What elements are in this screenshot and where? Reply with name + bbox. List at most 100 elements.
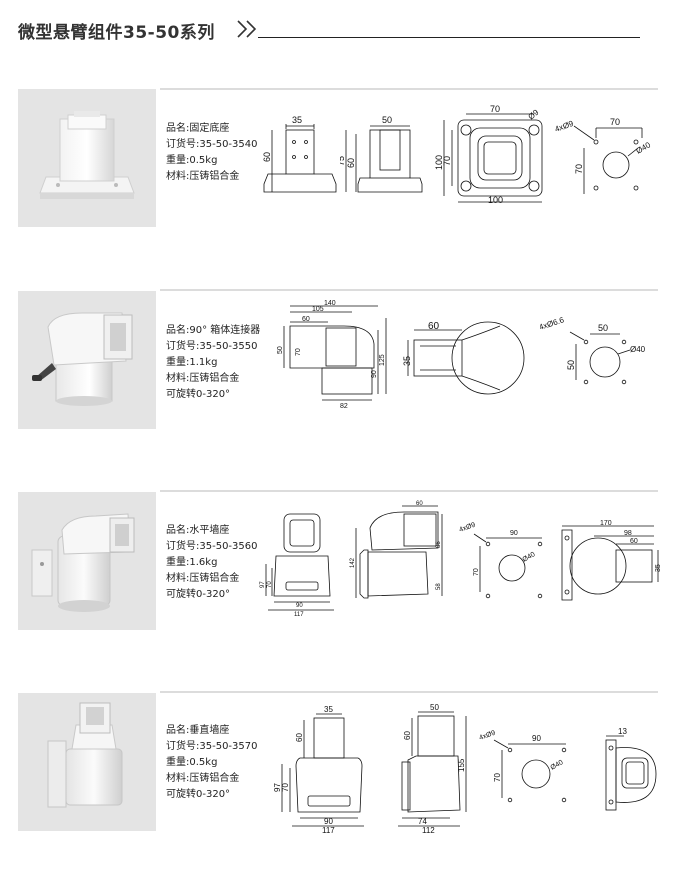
product-material: 材料:压铸铝合金: [166, 373, 240, 384]
section-divider: [160, 691, 658, 693]
title-underline: [258, 37, 640, 38]
svg-text:35: 35: [655, 564, 662, 572]
svg-text:60: 60: [346, 158, 356, 168]
product-rotation: 可旋转0-320°: [166, 589, 231, 600]
svg-text:86: 86: [436, 541, 442, 548]
svg-text:75: 75: [340, 156, 346, 166]
drawing-horizontal-wall-hole-pattern: 4xØ9 90 70 Ø40: [458, 522, 543, 599]
drawing-vertical-wall-hole-pattern: 4xØ9 90 70 Ø40: [478, 730, 567, 803]
product-rotation: 可旋转0-320°: [166, 389, 231, 400]
svg-text:Ø40: Ø40: [522, 551, 537, 564]
svg-text:Ø9: Ø9: [527, 107, 541, 121]
product-weight: 重量:0.5kg: [166, 757, 218, 768]
svg-text:90: 90: [532, 734, 541, 743]
svg-text:70: 70: [281, 783, 290, 792]
drawing-horizontal-wall-front: 97 70 90 117: [260, 513, 334, 618]
svg-text:60: 60: [262, 152, 272, 162]
svg-text:35: 35: [402, 356, 412, 366]
svg-text:155: 155: [457, 758, 466, 772]
section-divider: [160, 88, 658, 90]
svg-text:60: 60: [295, 733, 304, 742]
svg-text:90: 90: [296, 603, 303, 609]
svg-text:60: 60: [630, 538, 638, 545]
svg-text:4xØ9: 4xØ9: [478, 730, 496, 742]
product-photo-fixed-base: [18, 89, 156, 227]
page-title: 微型悬臂组件35-50系列: [18, 23, 215, 43]
product-order-number: 订货号:35-50-3570: [166, 741, 258, 752]
svg-text:58: 58: [436, 583, 442, 590]
drawing-fixed-base-top: 70 Ø9 100 70 100: [434, 104, 543, 205]
product-photo-90-connector: [18, 291, 156, 429]
product-material: 材料:压铸铝合金: [166, 573, 240, 584]
svg-text:35: 35: [324, 705, 333, 714]
double-chevron-icon: [237, 20, 257, 38]
drawing-vertical-wall-top: 13: [605, 727, 657, 811]
svg-text:70: 70: [610, 117, 620, 127]
svg-text:170: 170: [600, 520, 612, 527]
product-weight: 重量:0.5kg: [166, 155, 218, 166]
svg-text:98: 98: [624, 530, 632, 537]
svg-text:90: 90: [510, 530, 518, 537]
svg-text:74: 74: [418, 817, 427, 826]
section-divider: [160, 289, 658, 291]
product-weight: 重量:1.6kg: [166, 557, 218, 568]
product-rotation: 可旋转0-320°: [166, 789, 231, 800]
svg-text:117: 117: [294, 612, 304, 618]
product-order-number: 订货号:35-50-3540: [166, 139, 258, 150]
svg-text:Ø40: Ø40: [630, 345, 646, 354]
svg-text:112: 112: [422, 826, 435, 834]
drawing-90-connector-hole-pattern: 4xØ6.6 50 50 Ø40: [540, 316, 646, 385]
product-material: 材料:压铸铝合金: [166, 171, 240, 182]
svg-text:Ø40: Ø40: [635, 140, 653, 156]
product-info: 品名:垂直墙座 订货号:35-50-3570 重量:0.5kg 材料:压铸铝合金…: [166, 723, 257, 803]
product-name: 品名:水平墙座: [166, 525, 230, 536]
svg-text:70: 70: [295, 348, 302, 356]
product-name: 品名:90° 箱体连接器: [166, 325, 261, 336]
drawing-vertical-wall-front: 35 60 97 70 90 117: [273, 705, 364, 834]
product-weight: 重量:1.1kg: [166, 357, 218, 368]
svg-text:35: 35: [292, 115, 302, 125]
svg-text:50: 50: [566, 360, 576, 370]
svg-text:90: 90: [371, 370, 378, 378]
svg-text:50: 50: [598, 323, 608, 333]
drawing-horizontal-wall-side: 60 142 86 58: [350, 501, 443, 599]
product-photo-horizontal-wall-mount: [18, 492, 156, 630]
svg-text:60: 60: [403, 731, 412, 740]
svg-text:50: 50: [430, 703, 439, 712]
svg-text:105: 105: [312, 306, 324, 313]
svg-text:100: 100: [488, 195, 503, 205]
svg-text:82: 82: [340, 403, 348, 410]
drawing-fixed-base-front: 35 60: [262, 115, 337, 193]
drawing-fixed-base-hole-pattern: 4xØ9 70 70 Ø40: [554, 117, 653, 194]
svg-text:60: 60: [302, 316, 310, 323]
svg-text:97: 97: [260, 581, 266, 588]
svg-text:4xØ6.6: 4xØ6.6: [540, 316, 566, 332]
product-photo-vertical-wall-mount: [18, 693, 156, 831]
drawing-90-connector-top: 60 35: [402, 321, 525, 395]
svg-text:125: 125: [379, 354, 386, 366]
svg-text:140: 140: [324, 300, 336, 307]
svg-text:70: 70: [442, 156, 452, 166]
svg-text:117: 117: [322, 826, 335, 834]
svg-text:70: 70: [574, 164, 584, 174]
product-order-number: 订货号:35-50-3550: [166, 341, 258, 352]
drawing-90-connector-side: 140 105 60 50 70 90 125 82: [277, 300, 387, 410]
product-name: 品名:垂直墙座: [166, 725, 230, 736]
svg-text:60: 60: [416, 501, 423, 507]
svg-text:50: 50: [277, 346, 284, 354]
drawing-horizontal-wall-top: 170 98 60 35: [561, 520, 662, 601]
svg-text:142: 142: [350, 557, 356, 568]
svg-text:70: 70: [493, 773, 502, 782]
svg-text:70: 70: [473, 568, 480, 576]
product-info: 品名:水平墙座 订货号:35-50-3560 重量:1.6kg 材料:压铸铝合金…: [166, 523, 257, 603]
drawing-vertical-wall-side: 50 60 155 74 112: [398, 703, 467, 834]
product-info: 品名:固定底座 订货号:35-50-3540 重量:0.5kg 材料:压铸铝合金: [166, 121, 257, 185]
svg-text:70: 70: [490, 104, 500, 114]
svg-text:97: 97: [273, 783, 282, 792]
svg-text:Ø40: Ø40: [550, 759, 565, 772]
product-material: 材料:压铸铝合金: [166, 773, 240, 784]
svg-text:13: 13: [618, 727, 627, 736]
section-divider: [160, 490, 658, 492]
product-order-number: 订货号:35-50-3560: [166, 541, 258, 552]
svg-text:50: 50: [382, 115, 392, 125]
